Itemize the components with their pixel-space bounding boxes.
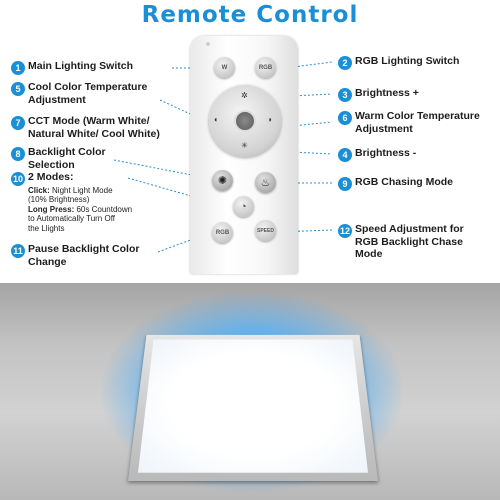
callout-number: 9 — [338, 177, 352, 191]
warm-temperature-icon[interactable]: ◑ — [267, 115, 272, 124]
brightness-plus-icon[interactable]: ✲ — [241, 91, 248, 100]
panel-diffuser — [137, 339, 369, 473]
rgb-chasing-mode-button[interactable]: ♨ — [255, 172, 276, 193]
callout-9: 9 RGB Chasing Mode — [338, 176, 453, 191]
ceiling-light-panel — [128, 334, 378, 481]
callout-5: 5 Cool Color Temperature Adjustment — [11, 81, 147, 106]
callout-3: 3 Brightness + — [338, 87, 419, 102]
callout-label: Brightness - — [355, 147, 417, 159]
callout-10: 10 2 Modes: Click: Night Light Mode (10%… — [11, 171, 132, 233]
timer-icon: ◔ — [240, 200, 247, 213]
pause-button-label: RGB — [215, 229, 230, 236]
callout-number: 8 — [11, 147, 25, 161]
callout-1: 1 Main Lighting Switch — [11, 60, 133, 75]
speed-button-label: SPEED — [257, 227, 274, 234]
speed-adjustment-button[interactable]: SPEED — [255, 220, 276, 241]
callout-label: RGB Chasing Mode — [355, 176, 454, 188]
callout-label: Main Lighting Switch — [28, 60, 133, 72]
callout-number: 4 — [338, 148, 352, 162]
pause-backlight-button[interactable]: RGB — [212, 222, 233, 243]
callout-12: 12 Speed Adjustment for RGB Backlight Ch… — [338, 223, 464, 261]
callout-2: 2 RGB Lighting Switch — [338, 55, 459, 70]
callout-label: Brightness + — [355, 87, 419, 99]
cct-mode-button[interactable] — [234, 110, 256, 132]
callout-number: 7 — [11, 116, 25, 130]
callout-number: 6 — [338, 111, 352, 125]
callout-4: 4 Brightness - — [338, 147, 416, 162]
callout-number: 11 — [11, 244, 25, 258]
brightness-minus-icon[interactable]: ✳ — [241, 141, 248, 150]
callout-8: 8 Backlight Color Selection — [11, 146, 106, 171]
callout-label: Cool Color Temperature Adjustment — [28, 81, 148, 106]
callout-7: 7 CCT Mode (Warm White/ Natural White/ C… — [11, 115, 160, 140]
callout-label: Backlight Color Selection — [28, 146, 106, 171]
callout-label: Pause Backlight Color Change — [28, 243, 140, 268]
callout-number: 3 — [338, 88, 352, 102]
night-light-button[interactable]: ◔ — [233, 196, 254, 217]
callout-number: 12 — [338, 224, 352, 238]
callout-number: 5 — [11, 82, 25, 96]
callout-label: CCT Mode (Warm White/ Natural White/ Coo… — [28, 115, 160, 140]
callout-number: 10 — [11, 172, 25, 186]
palette-icon: ✺ — [217, 175, 228, 187]
rgb-lighting-switch-button[interactable]: RGB — [255, 57, 276, 78]
callout-label: Warm Color Temperature Adjustment — [355, 110, 480, 135]
remote-indicator-light — [206, 42, 210, 46]
cool-temperature-icon[interactable]: ◐ — [214, 115, 219, 124]
callout-number: 1 — [11, 61, 25, 75]
main-switch-button-label: W — [221, 64, 228, 71]
callout-label: Speed Adjustment for RGB Backlight Chase… — [355, 223, 464, 260]
line-11 — [157, 231, 213, 253]
page-title: Remote Control — [141, 2, 359, 28]
backlight-color-button[interactable]: ✺ — [212, 170, 233, 191]
callout-number: 2 — [338, 56, 352, 70]
cct-dpad[interactable]: ✲ ✳ ◐ ◑ — [209, 85, 281, 157]
main-lighting-switch-button[interactable]: W — [214, 57, 235, 78]
callout-11: 11 Pause Backlight Color Change — [11, 243, 139, 268]
callout-6: 6 Warm Color Temperature Adjustment — [338, 110, 480, 135]
flame-icon: ♨ — [260, 177, 271, 189]
callout-label: 2 Modes: Click: Night Light Mode (10% Br… — [28, 171, 133, 233]
rgb-switch-button-label: RGB — [258, 64, 273, 71]
callout-label: RGB Lighting Switch — [355, 55, 460, 67]
